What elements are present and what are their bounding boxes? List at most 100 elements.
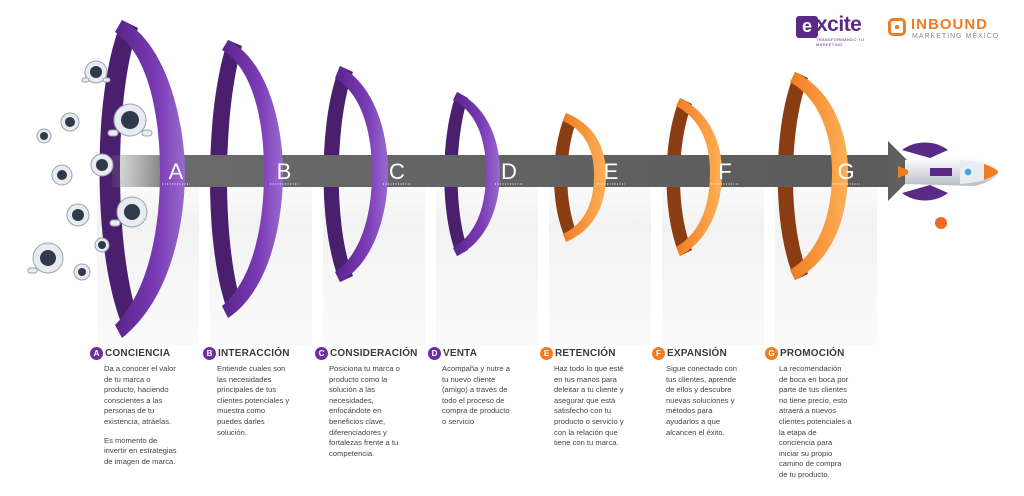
desc-line: conscientes a las [104,396,198,407]
desc-line: solución. [217,428,311,439]
excite-logo: e xcite TRANSFORMANDO TU MARKETING [796,16,874,42]
desc-line: necesidades, [329,396,423,407]
astronaut-icon [52,165,72,185]
desc-line: clientes potenciales y [217,396,311,407]
desc-line: iniciar su propio [779,449,881,460]
stage-title-c: CONSIDERACIÓN [330,348,418,359]
stage-desc-e: Haz todo lo que esté en tus manos para d… [554,364,648,449]
desc-line: producto como la [329,375,423,386]
desc-line: Entiende cuales son [217,364,311,375]
desc-line: tiene con tu marca. [554,438,648,449]
stage-title-a: CONCIENCIA [105,348,170,359]
desc-line: satisfecho con tu [554,406,648,417]
astronaut-icon [82,61,110,83]
desc-line: producto o servicio y [554,417,648,428]
stage-badge-a: A [90,347,103,360]
stage-desc-a: Da a conocer el valor de tu marca o prod… [104,364,198,428]
excite-logo-mark: e [796,16,818,38]
desc-line: tu nuevo cliente [442,375,536,386]
desc-line: no tiene precio, esto [779,396,881,407]
stage-badge-b: B [203,347,216,360]
stage-letter-b: B [277,159,292,184]
astronaut-icon [67,204,89,226]
desc-line: existencia, atráelas. [104,417,198,428]
desc-line: deleitar a tu cliente y [554,385,648,396]
stage-letter-a: A [169,159,184,184]
desc-line: (amigo) a través de [442,385,536,396]
stage-badge-g: G [765,347,778,360]
desc-line: de ellos y descubre [666,385,760,396]
stage-desc-g: La recomendación de boca en boca por par… [779,364,881,481]
desc-line: clientes potenciales a [779,417,881,428]
stage-letter-e: E [604,159,619,184]
desc-line: personas de tu [104,406,198,417]
desc-line: compra de producto [442,406,536,417]
desc-line: las necesidades [217,375,311,386]
rocket-icon [898,143,998,201]
desc-line: de tu producto. [779,470,881,481]
desc-line: Posiciona tu marca o [329,364,423,375]
desc-line: camino de compra [779,459,881,470]
stage-badge-c: C [315,347,328,360]
desc-line: solución a las [329,385,423,396]
inbound-logo-sub: MARKETING MÉXICO [912,33,999,40]
desc-line: enfocándote en [329,406,423,417]
desc-line: producto, haciendo [104,385,198,396]
stage-letter-g: G [837,159,854,184]
stage-desc-f: Sigue conectado con tus clientes, aprend… [666,364,760,438]
stage-badge-f: F [652,347,665,360]
desc-line: Da a conocer el valor [104,364,198,375]
stage-title-g: PROMOCIÓN [780,348,845,359]
desc-line: fortalezas frente a tu [329,438,423,449]
stage-letter-f: F [718,159,731,184]
stage-note-a: Es momento de invertir en estrategias de… [104,436,198,468]
astronaut-icon [91,154,113,176]
desc-line: ayudarlos a que [666,417,760,428]
dot-decoration [935,217,947,229]
astronaut-icon [37,129,51,143]
desc-line: parte de tus clientes [779,385,881,396]
desc-line: Sigue conectado con [666,364,760,375]
inbound-logo-icon [888,18,906,36]
desc-line: de boca en boca por [779,375,881,386]
desc-line: competencia. [329,449,423,460]
desc-line: beneficios clave, [329,417,423,428]
desc-line: en tus manos para [554,375,648,386]
desc-line: principales de tus [217,385,311,396]
stage-desc-d: Acompaña y nutre a tu nuevo cliente (ami… [442,364,536,428]
stage-title-d: VENTA [443,348,477,359]
stage-title-f: EXPANSIÓN [667,348,727,359]
inbound-logo: INBOUND MARKETING MÉXICO [888,16,1008,44]
desc-line: de tu marca o [104,375,198,386]
astronaut-icon [95,238,109,252]
desc-line: Haz todo lo que esté [554,364,648,375]
inbound-logo-word: INBOUND [911,16,988,33]
stage-letter-d: D [501,159,517,184]
desc-line: con la relación que [554,428,648,439]
desc-line: diferenciadores y [329,428,423,439]
stage-badge-d: D [428,347,441,360]
desc-line: tus clientes, aprende [666,375,760,386]
stage-desc-b: Entiende cuales son las necesidades prin… [217,364,311,438]
stage-title-b: INTERACCIÓN [218,348,290,359]
desc-line: muestra como [217,406,311,417]
excite-logo-word: xcite [816,13,861,37]
desc-line: puedes darles [217,417,311,428]
desc-line: la etapa de [779,428,881,439]
stage-letter-c: C [389,159,405,184]
astronaut-icon [74,264,90,280]
stage-badge-e: E [540,347,553,360]
note-line: de imagen de marca. [104,457,198,468]
desc-line: o servicio [442,417,536,428]
desc-line: La recomendación [779,364,881,375]
desc-line: conciencia para [779,438,881,449]
excite-logo-tagline: TRANSFORMANDO TU MARKETING [816,37,874,47]
desc-line: nuevas soluciones y [666,396,760,407]
